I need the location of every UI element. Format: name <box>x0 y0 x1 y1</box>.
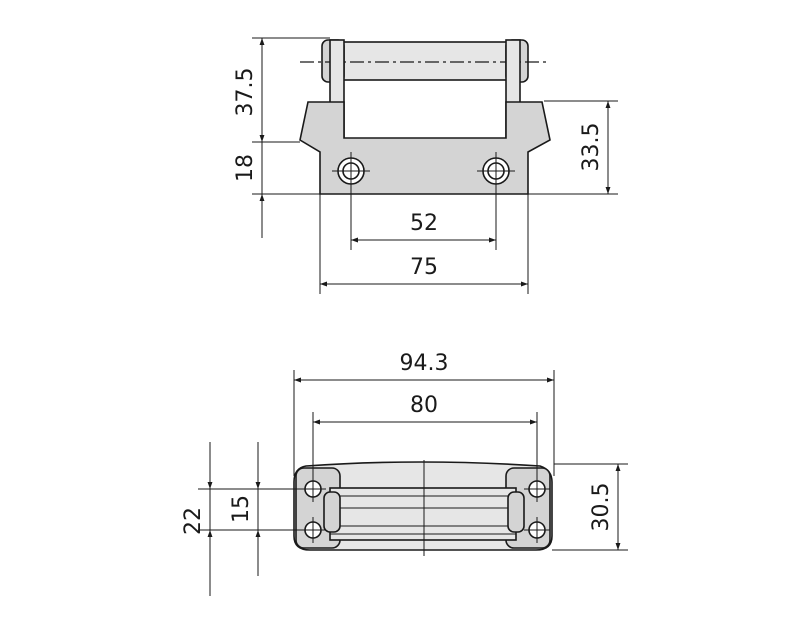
dimension-37-5: 37.5 <box>233 38 265 142</box>
svg-text:75: 75 <box>410 255 438 280</box>
dimension-15: 15 <box>229 442 261 576</box>
svg-text:37.5: 37.5 <box>233 68 258 117</box>
mounting-hole-left <box>332 152 370 190</box>
dimension-30-5: 30.5 <box>589 464 621 550</box>
top-handle-bar <box>323 460 525 556</box>
svg-text:18: 18 <box>233 154 258 182</box>
front-view: 37.5 18 33.5 52 75 <box>233 37 618 294</box>
svg-text:80: 80 <box>410 393 438 418</box>
dimension-94-3: 94.3 <box>294 351 554 383</box>
svg-text:33.5: 33.5 <box>579 123 604 172</box>
svg-text:94.3: 94.3 <box>400 351 449 376</box>
base-body <box>299 101 551 195</box>
top-hole-right-lower <box>524 517 550 543</box>
dimension-18: 18 <box>233 142 265 238</box>
top-view: 94.3 80 30.5 22 15 <box>181 351 628 596</box>
dimension-75: 75 <box>320 255 528 287</box>
dimension-22: 22 <box>181 442 213 596</box>
dimension-80: 80 <box>313 393 537 425</box>
svg-text:22: 22 <box>181 507 206 535</box>
svg-text:15: 15 <box>229 495 254 523</box>
dimension-33-5: 33.5 <box>579 101 611 194</box>
mounting-hole-right <box>477 152 515 190</box>
dimension-52: 52 <box>351 211 496 243</box>
svg-text:30.5: 30.5 <box>589 483 614 532</box>
svg-text:52: 52 <box>410 211 438 236</box>
